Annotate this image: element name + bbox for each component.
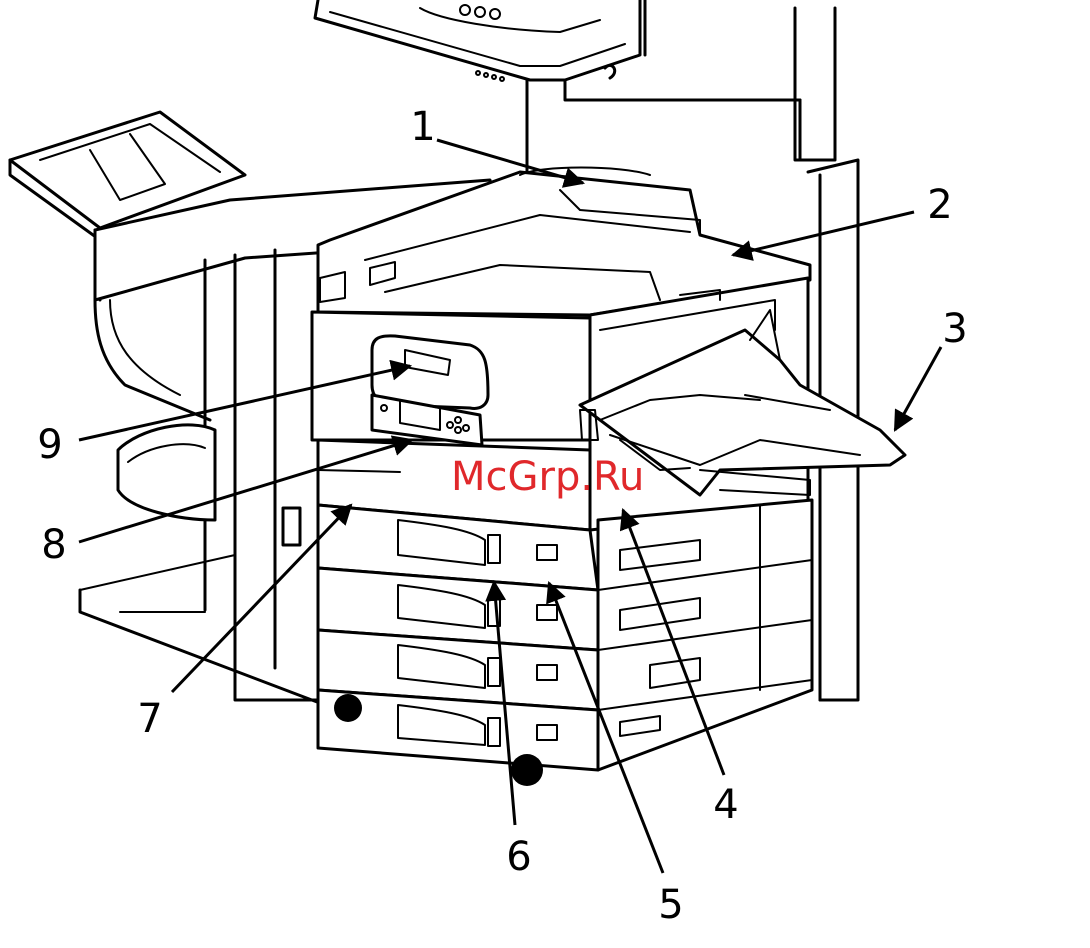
- callout-6: 6: [506, 834, 531, 880]
- callout-3: 3: [942, 306, 967, 352]
- callout-7: 7: [137, 696, 162, 742]
- leader-2: [733, 212, 914, 255]
- callout-8: 8: [41, 522, 66, 568]
- callout-9: 9: [37, 422, 62, 468]
- callout-2: 2: [927, 182, 952, 228]
- watermark-text: McGrp.Ru: [451, 454, 644, 500]
- callout-1: 1: [410, 104, 435, 150]
- callout-4: 4: [713, 782, 738, 828]
- paper-trays: [318, 500, 812, 786]
- callout-5: 5: [658, 882, 683, 928]
- leader-3: [895, 347, 941, 430]
